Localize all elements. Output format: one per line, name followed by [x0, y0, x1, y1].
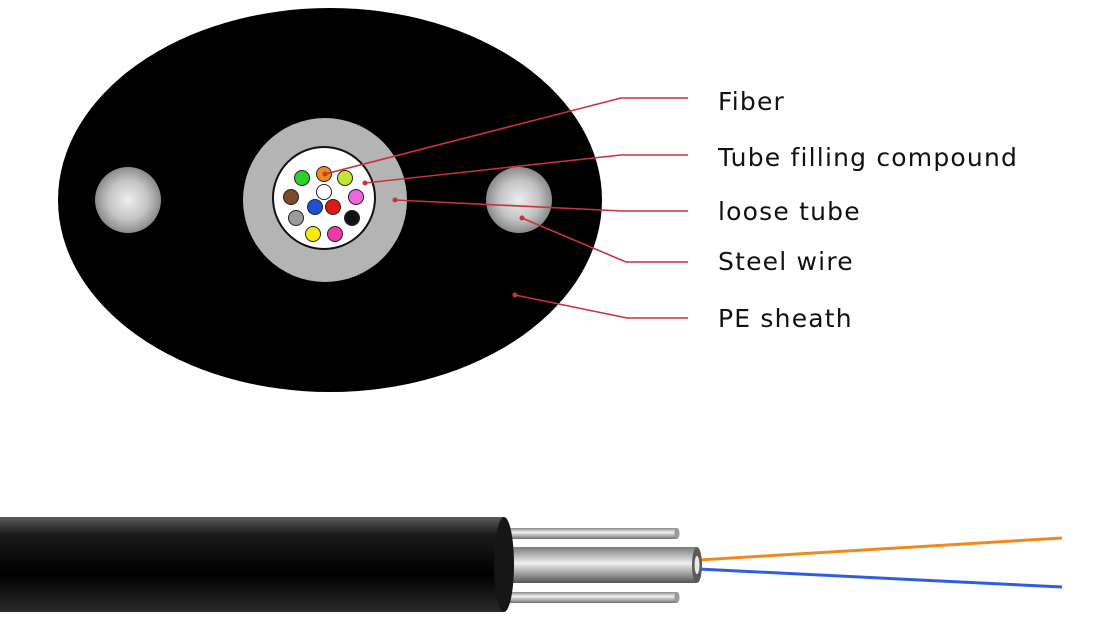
leader-dot-filling	[362, 180, 368, 186]
fiber-3	[337, 170, 353, 186]
cross-section	[58, 8, 602, 392]
fiber-2	[294, 170, 310, 186]
fiber-12	[327, 226, 343, 242]
steel-wire-bottom	[495, 592, 677, 603]
fiber-orange	[697, 536, 1063, 562]
fiber-4	[283, 189, 299, 205]
leader-dot-pe-sheath	[512, 292, 518, 298]
steel-wire-right	[486, 167, 552, 233]
loose-tube-side	[495, 547, 697, 583]
steel-wire-top-end	[674, 528, 680, 539]
leader-line-steel-wire	[521, 217, 688, 263]
steel-wire-top	[495, 528, 677, 539]
pe-sheath-end	[494, 517, 514, 612]
fiber-6	[348, 189, 364, 205]
label-loose-tube: loose tube	[718, 197, 861, 226]
steel-wire-left	[95, 167, 161, 233]
leader-line-loose-tube	[394, 199, 688, 212]
fiber-11	[305, 226, 321, 242]
fiber-10	[344, 210, 360, 226]
label-steel-wire: Steel wire	[718, 247, 854, 276]
fiber-8	[307, 199, 323, 215]
fiber-bundle	[283, 166, 364, 242]
leader-line-pe-sheath	[514, 294, 688, 319]
leader-line-filling	[364, 154, 688, 184]
leader-lines	[324, 97, 688, 319]
pe-sheath-side	[0, 517, 504, 612]
label-tube-filling-compound: Tube filling compound	[717, 143, 1018, 172]
fiber-blue	[697, 567, 1063, 589]
fiber-9	[325, 199, 341, 215]
leader-dot-loose-tube	[392, 197, 398, 203]
fiber-5	[316, 184, 332, 200]
leader-dots	[322, 171, 525, 298]
leader-dot-steel-wire	[519, 215, 525, 221]
fiber-7	[288, 210, 304, 226]
label-fiber: Fiber	[718, 87, 785, 116]
leader-dot-fiber	[322, 171, 328, 177]
cable-side-view	[0, 517, 1063, 612]
leader-line-fiber	[324, 97, 688, 175]
loose-tube-opening	[694, 556, 700, 574]
label-pe-sheath: PE sheath	[718, 304, 853, 333]
steel-wire-bottom-end	[674, 592, 680, 603]
